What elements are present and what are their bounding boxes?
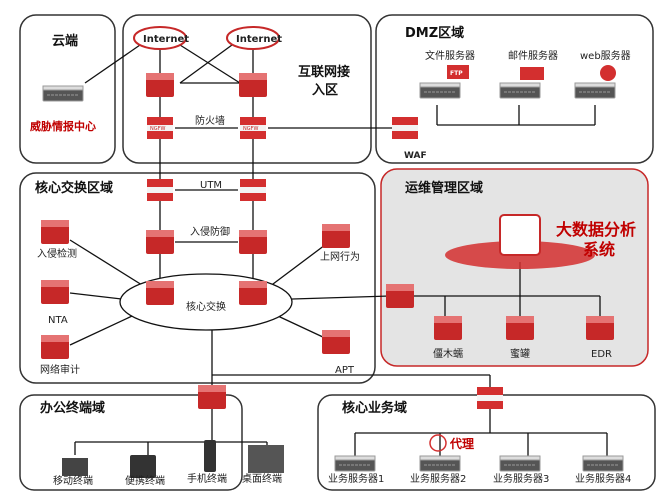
web-ie-icon [600, 65, 616, 81]
ids-label: 入侵检测 [37, 247, 77, 260]
ops-gateway-icon [386, 284, 414, 308]
web-behavior-label: 上网行为 [320, 250, 360, 263]
zone-cloud-title: 云端 [52, 33, 78, 49]
network-audit-label: 网络审计 [40, 363, 80, 376]
internet-label-1: Internet [143, 34, 189, 45]
phone-terminal-label: 手机终端 [187, 472, 227, 485]
utm-icon [240, 179, 266, 201]
ftp-label: FTP [450, 70, 463, 77]
business-server-icon [499, 455, 541, 472]
bigdata-label: 大数据分析 [556, 220, 636, 239]
core-switch-label: 核心交换 [186, 300, 226, 313]
waf-label: WAF [404, 151, 427, 161]
network-audit-icon [41, 335, 69, 359]
business-server-label: 业务服务器2 [410, 472, 466, 485]
threat-intel-label: 威胁情报中心 [30, 119, 96, 133]
business-server-icon [582, 455, 624, 472]
business-server-icon [419, 455, 461, 472]
ngfw-label: NGFW [150, 126, 165, 132]
core-switch-icon [239, 281, 267, 305]
edr-label: EDR [591, 349, 612, 360]
router-icon [146, 73, 174, 97]
proxy-label: 代理 [449, 436, 474, 451]
proxy-icon [429, 434, 447, 452]
bigdata-chart-icon [499, 214, 541, 256]
business-server-label: 业务服务器3 [493, 472, 549, 485]
firewall-label: 防火墙 [195, 114, 225, 127]
desktop-icon [248, 445, 284, 473]
threat-intel-server-icon [42, 85, 84, 102]
zone-internet-title: 互联网接 [298, 64, 350, 80]
honeypot-icon [506, 316, 534, 340]
nta-label: NTA [48, 315, 68, 326]
edr-icon [586, 316, 614, 340]
waf-icon [392, 117, 418, 139]
mail-server-label: 邮件服务器 [508, 49, 558, 62]
mobile-terminal-label: 移动终端 [53, 474, 93, 487]
portable-terminal-label: 便携终端 [125, 474, 165, 487]
ips-icon [146, 230, 174, 254]
zone-internet-title-2: 入区 [312, 83, 338, 98]
core-switch-icon [146, 281, 174, 305]
ids-icon [41, 220, 69, 244]
honeypot-label: 蜜罐 [510, 347, 530, 360]
business-server-label: 业务服务器1 [328, 472, 384, 485]
utm-label: UTM [200, 180, 222, 191]
phone-icon [204, 440, 216, 472]
desktop-terminal-label: 桌面终端 [242, 472, 282, 485]
ngfw-label: NGFW [243, 126, 258, 132]
zone-office-title: 办公终端域 [40, 400, 105, 416]
ftp-icon [447, 65, 469, 79]
mail-icon [520, 67, 544, 80]
ips-label: 入侵防御 [190, 225, 230, 238]
file-server-icon [419, 82, 461, 99]
bigdata-label-2: 系统 [583, 240, 615, 259]
zone-ops-title: 运维管理区域 [405, 180, 483, 196]
file-server-label: 文件服务器 [425, 49, 475, 62]
apt-icon [322, 330, 350, 354]
apt-label: APT [335, 365, 355, 376]
utm-icon [147, 179, 173, 201]
office-gateway-icon [198, 385, 226, 409]
mail-server-icon [499, 82, 541, 99]
web-server-label: web服务器 [580, 49, 631, 62]
laptop-icon [62, 458, 88, 476]
botnet-label: 僵木蠕 [433, 348, 463, 360]
business-server-label: 业务服务器4 [575, 472, 631, 485]
nta-icon [41, 280, 69, 304]
zone-dmz-title: DMZ区域 [405, 25, 464, 41]
tablet-icon [130, 455, 156, 478]
internet-cloud-icon [226, 26, 280, 50]
ips-icon [239, 230, 267, 254]
zone-core-title: 核心交换区域 [35, 180, 113, 196]
business-server-icon [334, 455, 376, 472]
internet-cloud-icon [133, 26, 187, 50]
botnet-icon [434, 316, 462, 340]
business-firewall-icon [477, 387, 503, 409]
internet-label-2: Internet [236, 34, 282, 45]
zone-business-title: 核心业务域 [342, 400, 407, 416]
web-server-icon [574, 82, 616, 99]
router-icon [239, 73, 267, 97]
web-behavior-icon [322, 224, 350, 248]
